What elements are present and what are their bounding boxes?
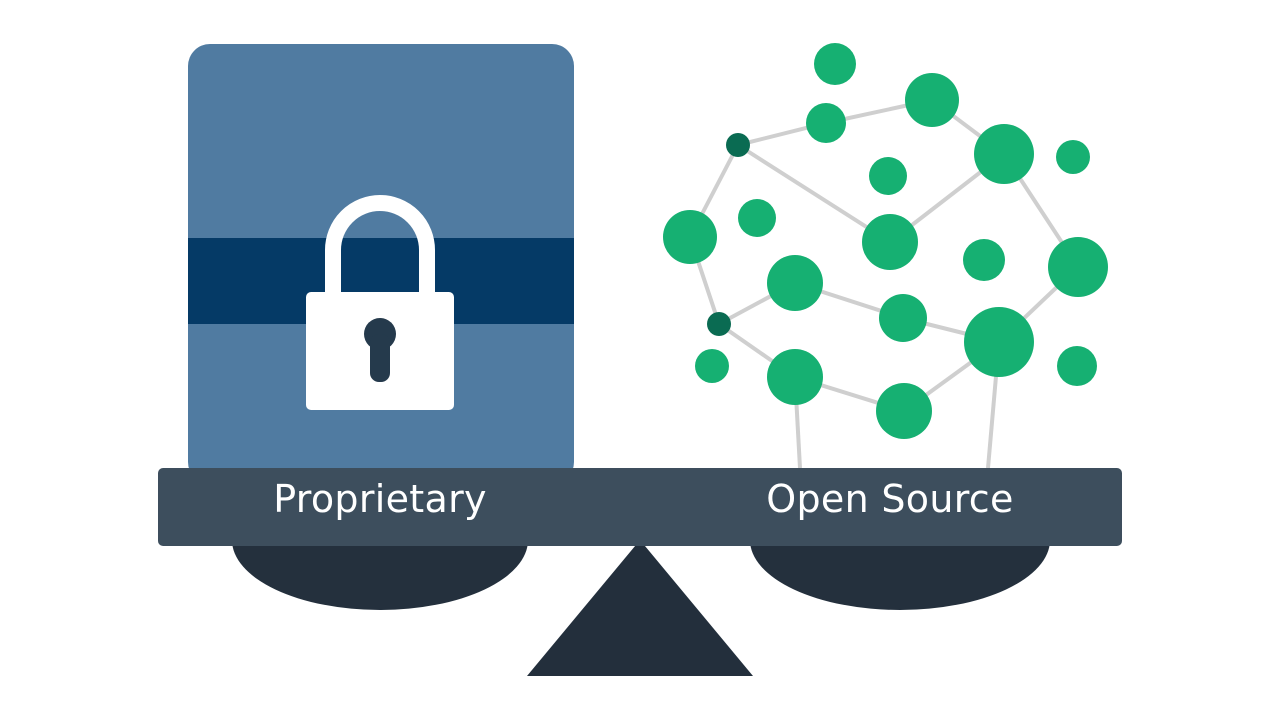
proprietary-block (188, 44, 574, 484)
network-graph-icon (663, 43, 1108, 469)
network-node (767, 255, 823, 311)
proprietary-label: Proprietary (273, 477, 487, 521)
network-node (876, 383, 932, 439)
network-node (726, 133, 750, 157)
padlock-icon (306, 195, 454, 410)
network-node (738, 199, 776, 237)
network-node (695, 349, 729, 383)
fulcrum-triangle (527, 540, 753, 676)
network-node (1056, 140, 1090, 174)
network-node (905, 73, 959, 127)
network-node (806, 103, 846, 143)
network-node (1048, 237, 1108, 297)
network-link (736, 143, 892, 244)
network-node (964, 307, 1034, 377)
network-node (663, 210, 717, 264)
network-node (767, 349, 823, 405)
right-pan (750, 540, 1050, 610)
left-pan (232, 540, 528, 610)
scale-beam (158, 468, 1122, 546)
open-source-label: Open Source (766, 477, 1014, 521)
network-node (814, 43, 856, 85)
network-node (707, 312, 731, 336)
network-node (862, 214, 918, 270)
network-node (879, 294, 927, 342)
network-node (974, 124, 1034, 184)
network-node (963, 239, 1005, 281)
network-node (869, 157, 907, 195)
network-node (1057, 346, 1097, 386)
